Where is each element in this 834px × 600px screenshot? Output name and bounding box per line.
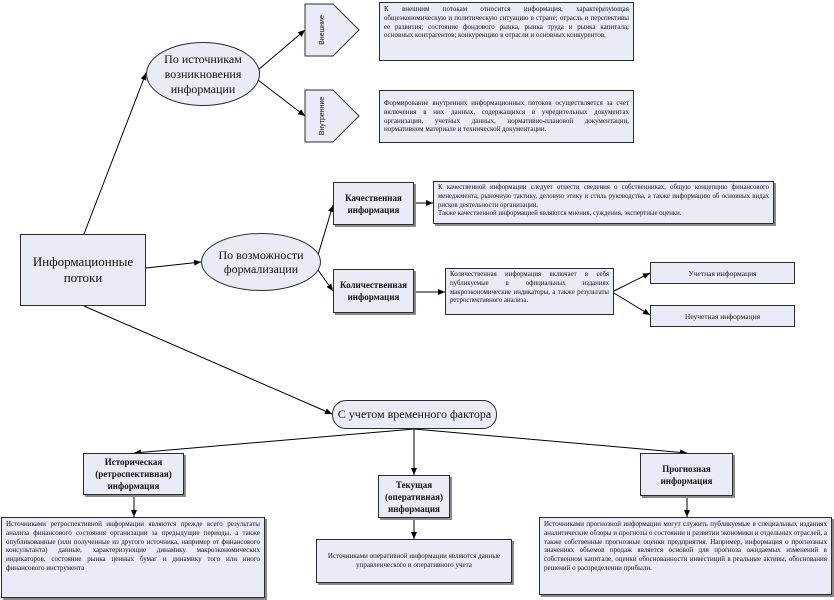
historical-description: Источниками ретроспективной информации я… — [1, 517, 265, 598]
arrow-main-to-time — [83, 305, 333, 415]
forecast-description: Источниками прогнозной информации могут … — [539, 517, 832, 595]
internal-description-text: Формирование внутренних информационных п… — [384, 98, 629, 134]
external-description: К внешним потокам относится информация, … — [379, 2, 634, 61]
current-node-label: Текущая (оперативная) информация — [385, 479, 443, 514]
external-description-text: К внешним потокам относится информация, … — [384, 5, 629, 40]
quantitative-description-text: Количественная информация включает в себ… — [450, 271, 609, 305]
external-tag-label: Внешние — [319, 15, 326, 45]
time-node: С учетом временного фактора — [332, 400, 497, 429]
source-node-label: По источникам возникновения информации — [164, 51, 242, 96]
forecast-node-label: Прогнозная информация — [660, 463, 713, 486]
arrow-source-to-internal — [257, 79, 306, 117]
qualitative-description-text: К качественной информации следует отнест… — [438, 184, 769, 209]
arrow-source-to-external — [257, 29, 306, 71]
current-node: Текущая (оперативная) информация — [378, 475, 450, 518]
arrow-time-to-forecast — [413, 428, 688, 456]
nonaccounting-info-node: Неучетная информация — [650, 305, 795, 327]
historical-node: Историческая (ретроспективная) информаци… — [83, 453, 184, 495]
source-node: По источникам возникновения информации — [146, 42, 260, 106]
nonaccounting-info-label: Неучетная информация — [684, 311, 761, 321]
arrow-quant-to-nonaccounting — [613, 292, 651, 316]
quantitative-description: Количественная информация включает в себ… — [445, 268, 614, 315]
accounting-info-node: Учетная информация — [650, 262, 795, 284]
accounting-info-label: Учетная информация — [688, 268, 757, 278]
arrow-main-to-source — [83, 72, 147, 235]
main-node: Информационные потоки — [20, 234, 146, 306]
internal-tag-label: Внутренние — [319, 96, 326, 136]
qualitative-node: Качественная информация — [333, 182, 414, 225]
internal-description: Формирование внутренних информационных п… — [379, 90, 634, 143]
arrow-formal-to-quantitative — [317, 269, 334, 292]
arrow-time-to-historical — [133, 428, 415, 456]
formal-node: По возможности формализации — [201, 233, 321, 291]
formal-node-label: По возможности формализации — [218, 248, 304, 276]
internal-tag-shape — [304, 89, 360, 143]
qualitative-node-label: Качественная информация — [345, 192, 402, 215]
arrow-main-to-formal — [145, 259, 202, 269]
historical-description-text: Источниками ретроспективной информации я… — [6, 520, 260, 572]
historical-node-label: Историческая (ретроспективная) информаци… — [95, 457, 172, 491]
external-tag-shape — [304, 3, 360, 57]
time-node-label: С учетом временного фактора — [337, 407, 492, 421]
main-node-label: Информационные потоки — [32, 254, 134, 285]
arrow-formal-to-qualitative — [317, 204, 334, 256]
forecast-node: Прогнозная информация — [640, 453, 733, 496]
arrow-quant-to-accounting — [613, 272, 651, 292]
qualitative-description: К качественной информации следует отнест… — [433, 181, 774, 224]
qualitative-description-text-2: Также качественной информацией являются … — [438, 210, 682, 218]
forecast-description-text: Источниками прогнозной информации могут … — [544, 520, 827, 572]
quantitative-node: Количественная информация — [333, 269, 414, 313]
current-description-text: Источниками оперативной информации являю… — [327, 552, 501, 569]
current-description: Источниками оперативной информации являю… — [316, 539, 512, 583]
quantitative-node-label: Количественная информация — [340, 280, 407, 302]
